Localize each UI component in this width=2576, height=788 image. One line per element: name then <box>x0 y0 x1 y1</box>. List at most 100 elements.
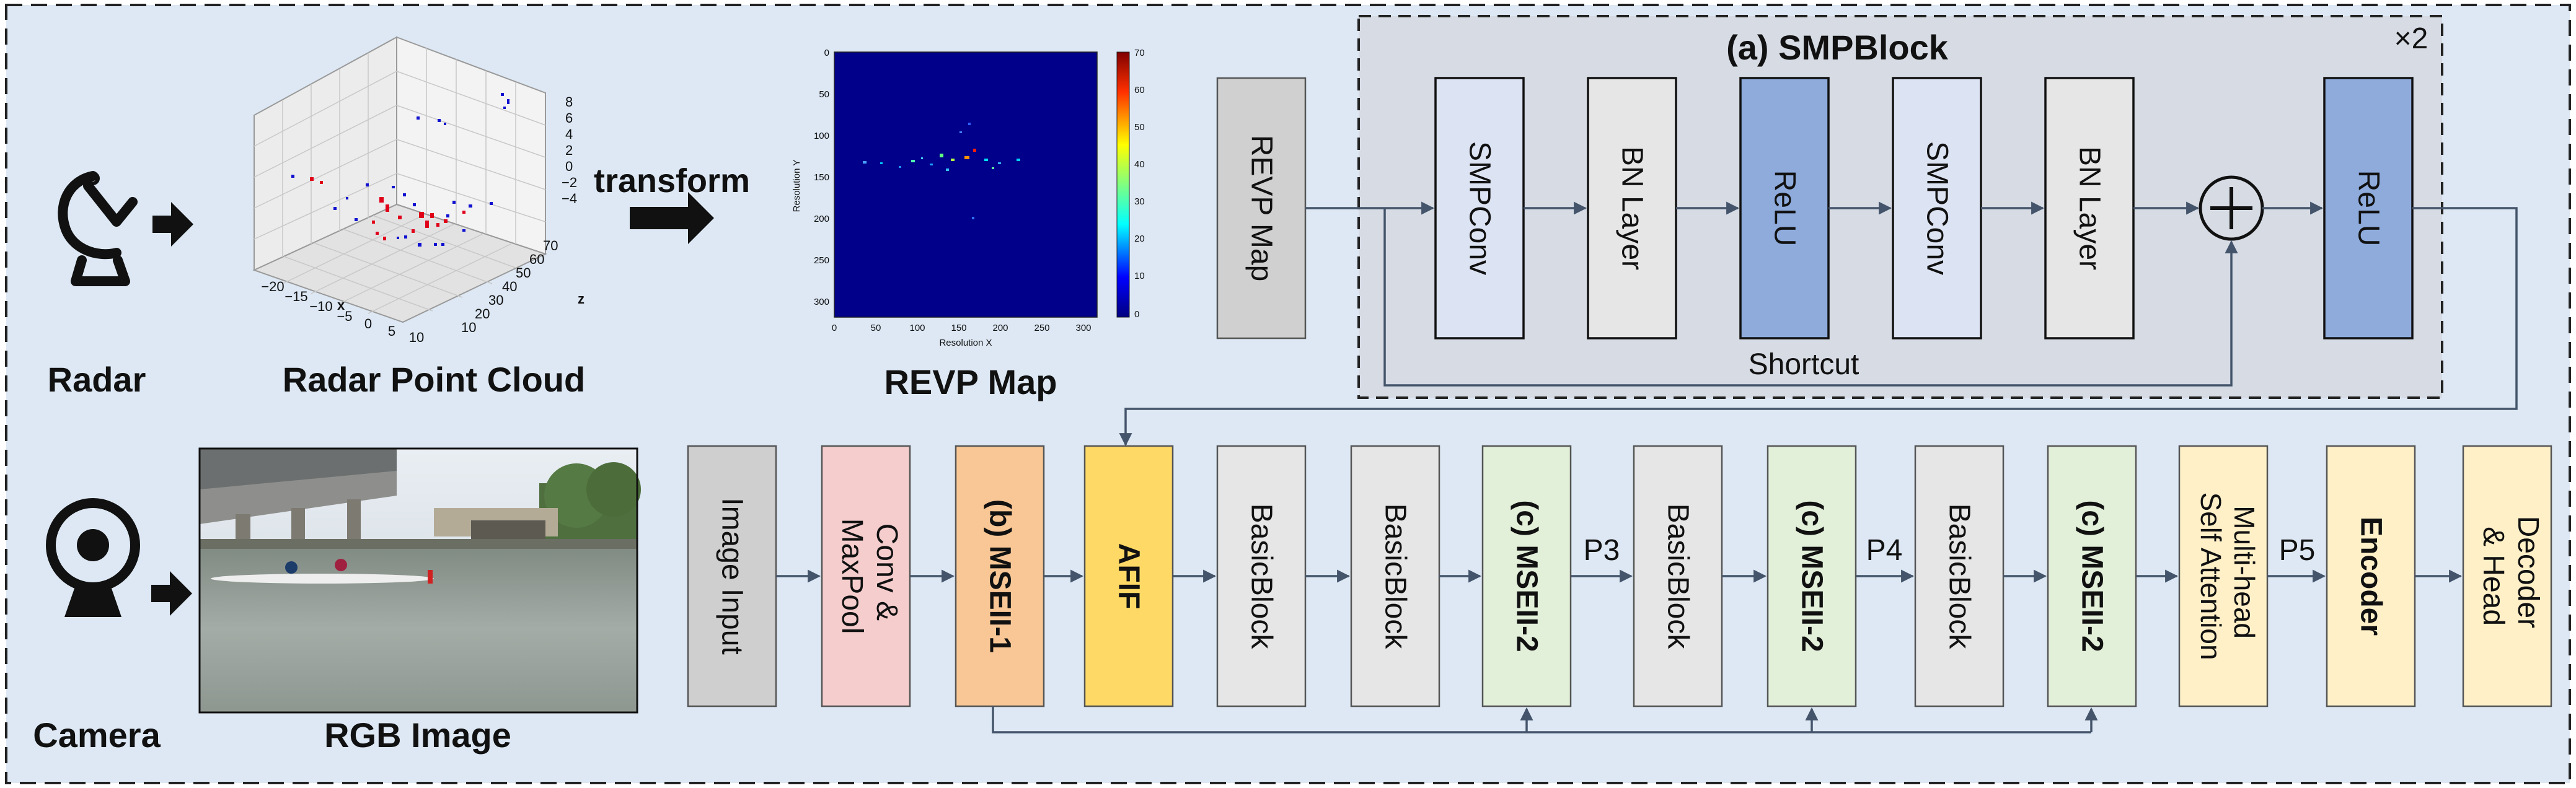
conv-maxpool-label: Conv & MaxPool <box>836 519 903 634</box>
revp-x-tick: 300 <box>1075 323 1091 333</box>
radar-x-tick: −10 <box>309 299 332 314</box>
rgb-image-label: RGB Image <box>324 716 511 755</box>
mseii-1-label: (b) MSEII-1 <box>984 499 1017 653</box>
revp-x-tick: 50 <box>871 323 881 333</box>
radar-point-cloud-label: Radar Point Cloud <box>283 360 585 399</box>
revp-heatmap-points <box>863 123 1020 219</box>
radar-z-axis-label: z <box>578 291 584 307</box>
radar-point-cloud-plot: 8 6 4 2 0 −2 −4 z −20 −15 −10 −5 0 5 10 … <box>252 36 584 345</box>
radar-x-tick: −5 <box>337 309 352 324</box>
radar-y-tick: 40 <box>502 279 517 294</box>
camera-icon <box>46 498 140 617</box>
image-input-box <box>687 445 777 707</box>
radar-arrow-icon <box>152 202 193 247</box>
basic-block-box <box>1914 445 2005 707</box>
decoder-head-label: Decoder & Head <box>2477 516 2544 637</box>
mseii-1-box <box>955 445 1045 707</box>
decoder-head-line: & Head <box>2477 527 2510 626</box>
revp-y-tick: 300 <box>814 297 829 307</box>
image-input-label: Image Input <box>716 497 749 655</box>
radar-z-ticks: 8 6 4 2 0 −2 −4 <box>562 94 577 206</box>
revp-x-tick: 150 <box>951 323 966 333</box>
radar-z-tick: 6 <box>565 110 573 126</box>
mseii-2-label: (c) MSEII-2 <box>1796 500 1828 652</box>
radar-z-tick: −2 <box>562 175 577 190</box>
mseii-2-label: (c) MSEII-2 <box>2076 500 2109 652</box>
pipeline-blocks: Image Input Conv & MaxPool (b) MSEII-1 A… <box>687 445 2552 707</box>
smpconv-box <box>1434 77 1525 339</box>
afif-label: AFIF <box>1113 543 1145 610</box>
radar-y-ticks: 70 60 50 40 30 20 10 <box>461 238 558 335</box>
revp-colorbar-tick: 20 <box>1134 234 1145 244</box>
relu-label: ReLU <box>1768 170 1801 247</box>
conv-maxpool-box <box>821 445 911 707</box>
radar-y-tick: 10 <box>461 320 476 335</box>
conv-maxpool-line: Conv & <box>870 523 903 621</box>
revp-x-ticks: 0 50 100 150 200 250 300 <box>832 323 1092 333</box>
radar-points <box>291 93 509 247</box>
revp-colorbar-tick: 30 <box>1134 196 1145 207</box>
revp-x-tick: 250 <box>1034 323 1049 333</box>
radar-x-tick: −20 <box>261 279 284 294</box>
self-attention-label: Multi-head Self Attention <box>2195 492 2261 660</box>
smpconv-box <box>1892 77 1982 339</box>
smpblock-repeat-label: ×2 <box>2394 22 2428 55</box>
basic-block-label: BasicBlock <box>1379 504 1412 650</box>
radar-x-tick: −15 <box>285 289 307 304</box>
radar-z-tick: 0 <box>565 159 573 174</box>
radar-z-tick: 8 <box>565 94 573 110</box>
revp-colorbar-tick: 10 <box>1134 271 1145 281</box>
radar-z-tick: 4 <box>565 126 573 142</box>
revp-y-tick: 200 <box>814 214 829 224</box>
revp-colorbar <box>1116 51 1130 318</box>
final-relu-label: ReLU <box>2352 170 2385 247</box>
bn-layer-box <box>2044 77 2135 339</box>
basic-block-box <box>1350 445 1440 707</box>
radar-y-tick: 30 <box>488 292 503 308</box>
smpconv-label: SMPConv <box>1921 141 1954 275</box>
radar-x-ticks: −20 −15 −10 −5 0 5 10 <box>261 279 424 345</box>
smpblock-blocks: SMPConv BN Layer ReLU SMPConv BN Layer R… <box>1434 77 2414 339</box>
basic-block-box <box>1633 445 1723 707</box>
radar-x-tick: 0 <box>364 316 372 331</box>
self-attention-line: Self Attention <box>2195 492 2227 660</box>
transform-label: transform <box>594 162 750 199</box>
basic-block-label: BasicBlock <box>1662 504 1695 650</box>
p5-label: P5 <box>2279 534 2316 567</box>
p4-label: P4 <box>1866 534 1903 567</box>
smpblock-input-box <box>1216 77 1307 339</box>
revp-y-tick: 0 <box>824 48 829 58</box>
radar-z-tick: 2 <box>565 142 573 158</box>
revp-y-tick: 150 <box>814 172 829 183</box>
revp-x-axis-label: Resolution X <box>939 338 992 348</box>
pipeline-arrows <box>776 569 2463 733</box>
mseii-2-box <box>2047 445 2137 707</box>
decoder-head-line: Decoder <box>2512 516 2544 628</box>
revp-y-axis-label: Resolution Y <box>792 160 802 212</box>
camera-label: Camera <box>33 716 161 755</box>
conv-maxpool-line: MaxPool <box>836 519 868 634</box>
mseii-2-box <box>1767 445 1857 707</box>
revp-y-tick: 250 <box>814 255 829 266</box>
radar-x-tick: 10 <box>409 330 424 345</box>
bn-layer-box <box>1587 77 1677 339</box>
radar-label: Radar <box>48 360 146 399</box>
revp-colorbar-tick: 40 <box>1134 159 1145 170</box>
radar-y-tick: 20 <box>475 306 490 322</box>
revp-y-ticks: 0 50 100 150 200 250 300 <box>814 48 829 307</box>
radar-y-tick: 60 <box>529 252 544 267</box>
radar-y-tick: 70 <box>543 238 558 253</box>
shortcut-label: Shortcut <box>1749 348 1859 381</box>
revp-map-plot: 0 50 100 150 200 250 300 0 50 100 150 20… <box>792 48 1145 348</box>
transform-arrow-icon <box>630 192 714 244</box>
revp-x-tick: 100 <box>909 323 925 333</box>
revp-colorbar-tick: 70 <box>1134 48 1145 58</box>
smpblock-arrows <box>1119 201 2518 447</box>
mseii-2-box <box>1481 445 1572 707</box>
self-attention-line: Multi-head <box>2228 506 2261 639</box>
smpblock-title: (a) SMPBlock <box>1726 28 1949 67</box>
revp-colorbar-ticks: 70 60 50 40 30 20 10 0 <box>1134 48 1145 320</box>
bn-layer-label: BN Layer <box>1616 146 1649 270</box>
